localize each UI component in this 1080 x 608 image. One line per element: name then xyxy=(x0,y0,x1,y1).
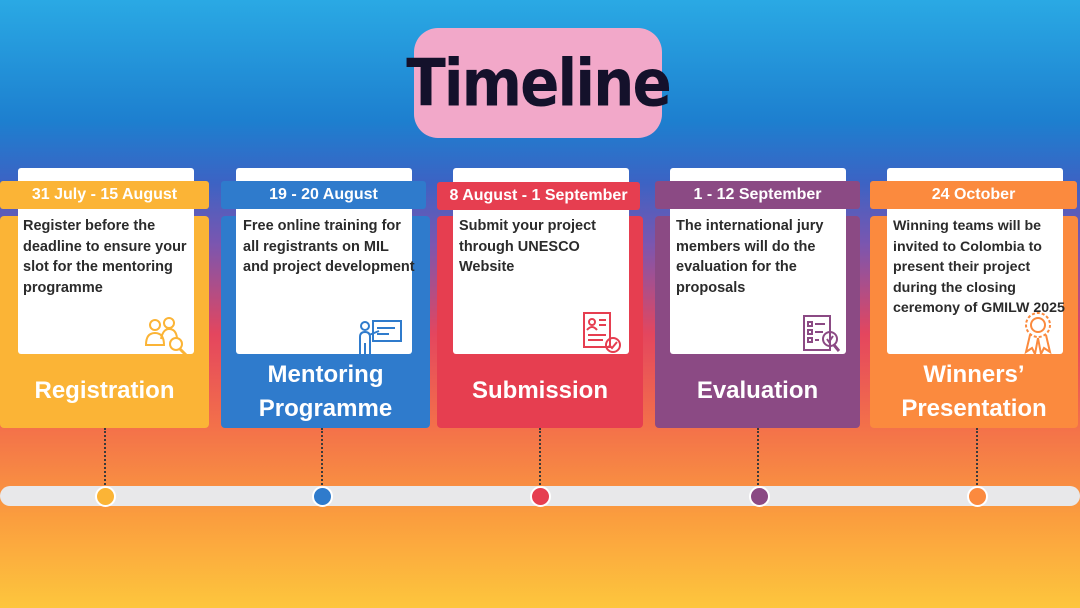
connector-line xyxy=(757,428,759,488)
people-search-icon xyxy=(143,315,191,359)
date-label: 1 - 12 September xyxy=(693,186,822,203)
connector-line xyxy=(321,428,323,488)
date-label: 31 July - 15 August xyxy=(31,186,178,203)
connector-line xyxy=(104,428,106,488)
date-bar: 31 July - 15 August xyxy=(0,181,209,209)
timeline-marker-winners xyxy=(967,486,988,507)
timeline-marker-registration xyxy=(95,486,116,507)
connector-line xyxy=(976,428,978,488)
description-text: Winning teams will be invited to Colombi… xyxy=(893,218,1065,316)
description-text: Register before the deadline to ensure y… xyxy=(23,218,187,296)
phase-name: Submission xyxy=(471,377,609,404)
date-bar: 8 August - 1 September xyxy=(437,182,640,210)
phase-submission: 8 August - 1 September Submit your proje… xyxy=(437,168,652,438)
award-rosette-icon xyxy=(1020,310,1068,358)
date-bar: 19 - 20 August xyxy=(221,181,426,209)
phase-name: Registration xyxy=(34,377,175,404)
page-title: Timeline xyxy=(406,44,672,122)
phase-registration: 31 July - 15 August Register before the … xyxy=(0,168,215,438)
description-text: Free online training for all registrants… xyxy=(243,218,415,275)
presentation-board-icon xyxy=(357,317,405,361)
phase-name: Evaluation xyxy=(696,377,819,404)
title-banner: Timeline xyxy=(406,28,672,138)
document-approved-icon xyxy=(581,311,629,355)
connector-line xyxy=(539,428,541,488)
date-bar: 1 - 12 September xyxy=(655,181,860,209)
timeline-marker-evaluation xyxy=(749,486,770,507)
description-text: The international jury members will do t… xyxy=(676,218,824,296)
checklist-review-icon xyxy=(801,314,849,358)
date-label: 8 August - 1 September xyxy=(449,187,628,204)
phase-name: Mentoring Programme xyxy=(258,361,393,422)
phase-name: Winners’ Presentation xyxy=(901,361,1047,422)
timeline-marker-mentoring xyxy=(312,486,333,507)
phase-mentoring: 19 - 20 August Free online training for … xyxy=(221,168,436,438)
description-text: Submit your project through UNESCO Websi… xyxy=(459,218,596,275)
timeline-marker-submission xyxy=(530,486,551,507)
phase-winners-presentation: 24 October Winning teams will be invited… xyxy=(870,168,1080,438)
phase-evaluation: 1 - 12 September The international jury … xyxy=(655,168,870,438)
date-bar: 24 October xyxy=(870,181,1077,209)
date-label: 24 October xyxy=(931,186,1016,203)
date-label: 19 - 20 August xyxy=(269,186,378,203)
